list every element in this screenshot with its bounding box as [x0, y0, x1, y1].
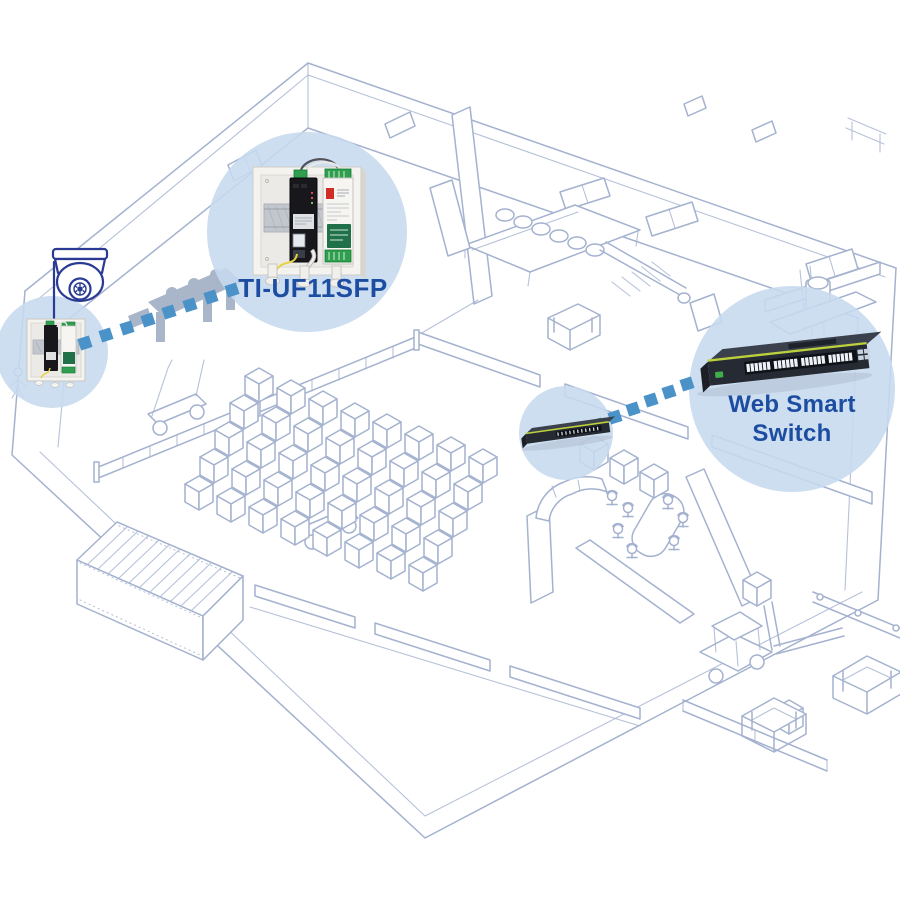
web-smart-switch-device	[697, 331, 882, 397]
enclosure-mini	[26, 318, 86, 388]
forklift	[699, 601, 845, 684]
switch-label-line2: Switch	[752, 420, 831, 447]
converter-label: TI-UF11SFP	[238, 273, 387, 303]
warehouse-floorplan-illustration	[9, 62, 900, 839]
camera-lens-iris	[73, 282, 87, 296]
switch-brand-badge	[714, 371, 724, 378]
switch-stripe	[707, 341, 867, 363]
din-power-supply	[322, 168, 354, 265]
floor-racks	[249, 584, 641, 727]
fiber-converter-device	[289, 169, 318, 263]
storage-box-grid	[184, 367, 498, 592]
din-rail-enclosure	[252, 158, 366, 288]
rack-switch-mini	[521, 416, 616, 451]
switch-label-line1: Web Smart	[728, 391, 856, 418]
switch-uplink-ports	[857, 348, 871, 361]
office-area	[526, 435, 761, 624]
switch-logo-text	[788, 338, 837, 349]
cable-glands	[265, 263, 344, 288]
shipping-container	[76, 521, 244, 661]
fiber-link-dotted-1	[77, 282, 240, 351]
switch-ports	[746, 352, 853, 373]
open-crate	[741, 655, 900, 753]
forklift-and-crates	[682, 571, 900, 772]
